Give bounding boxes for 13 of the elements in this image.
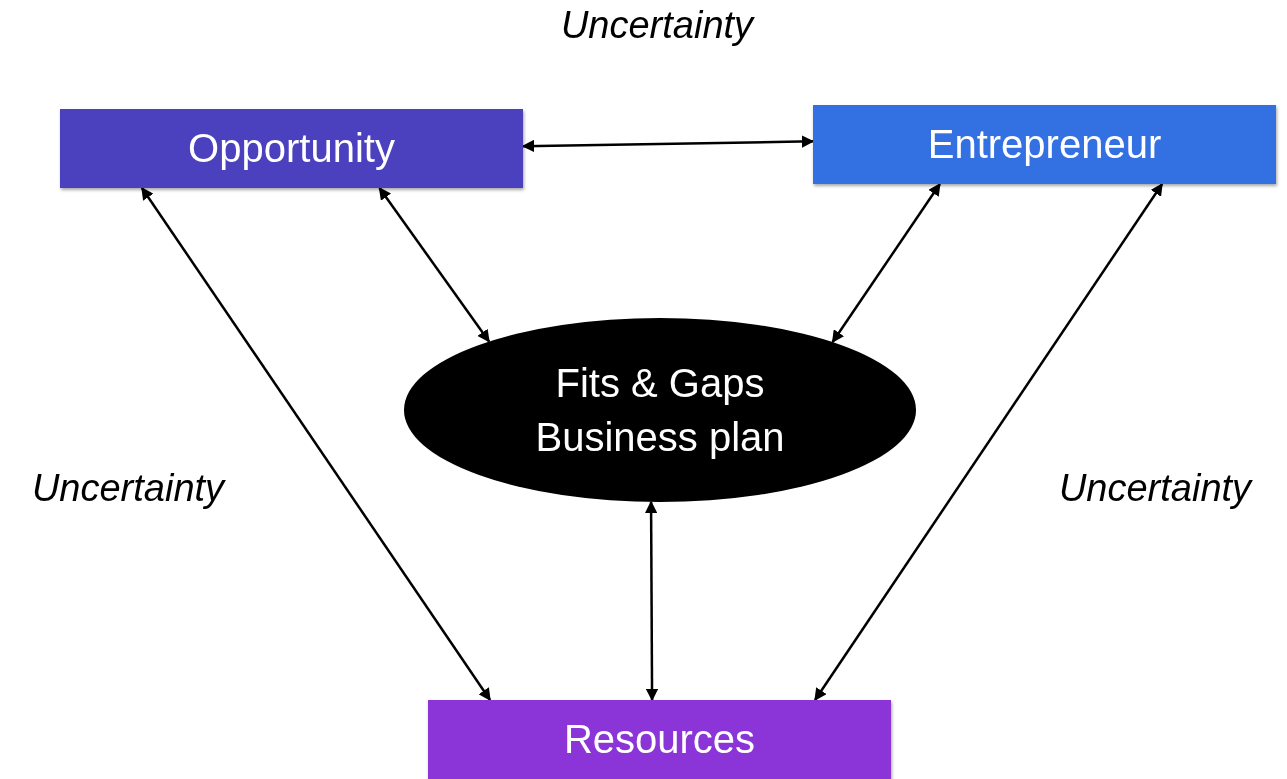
process-box: Entrepreneur (813, 105, 1276, 184)
oval-label: Fits & Gaps (555, 360, 765, 407)
note-text: Uncertainty (1058, 467, 1252, 510)
double-arrow (644, 500, 659, 702)
process-box: Opportunity (60, 109, 523, 188)
double-arrow (831, 182, 941, 344)
note-text: Uncertainty (31, 467, 225, 510)
oval-label: Business plan (535, 414, 785, 461)
process-box: Resources (428, 700, 891, 779)
double-arrow (140, 186, 492, 702)
note-text: Uncertainty (560, 4, 754, 47)
double-arrow (378, 187, 491, 343)
double-arrow (814, 182, 1164, 702)
